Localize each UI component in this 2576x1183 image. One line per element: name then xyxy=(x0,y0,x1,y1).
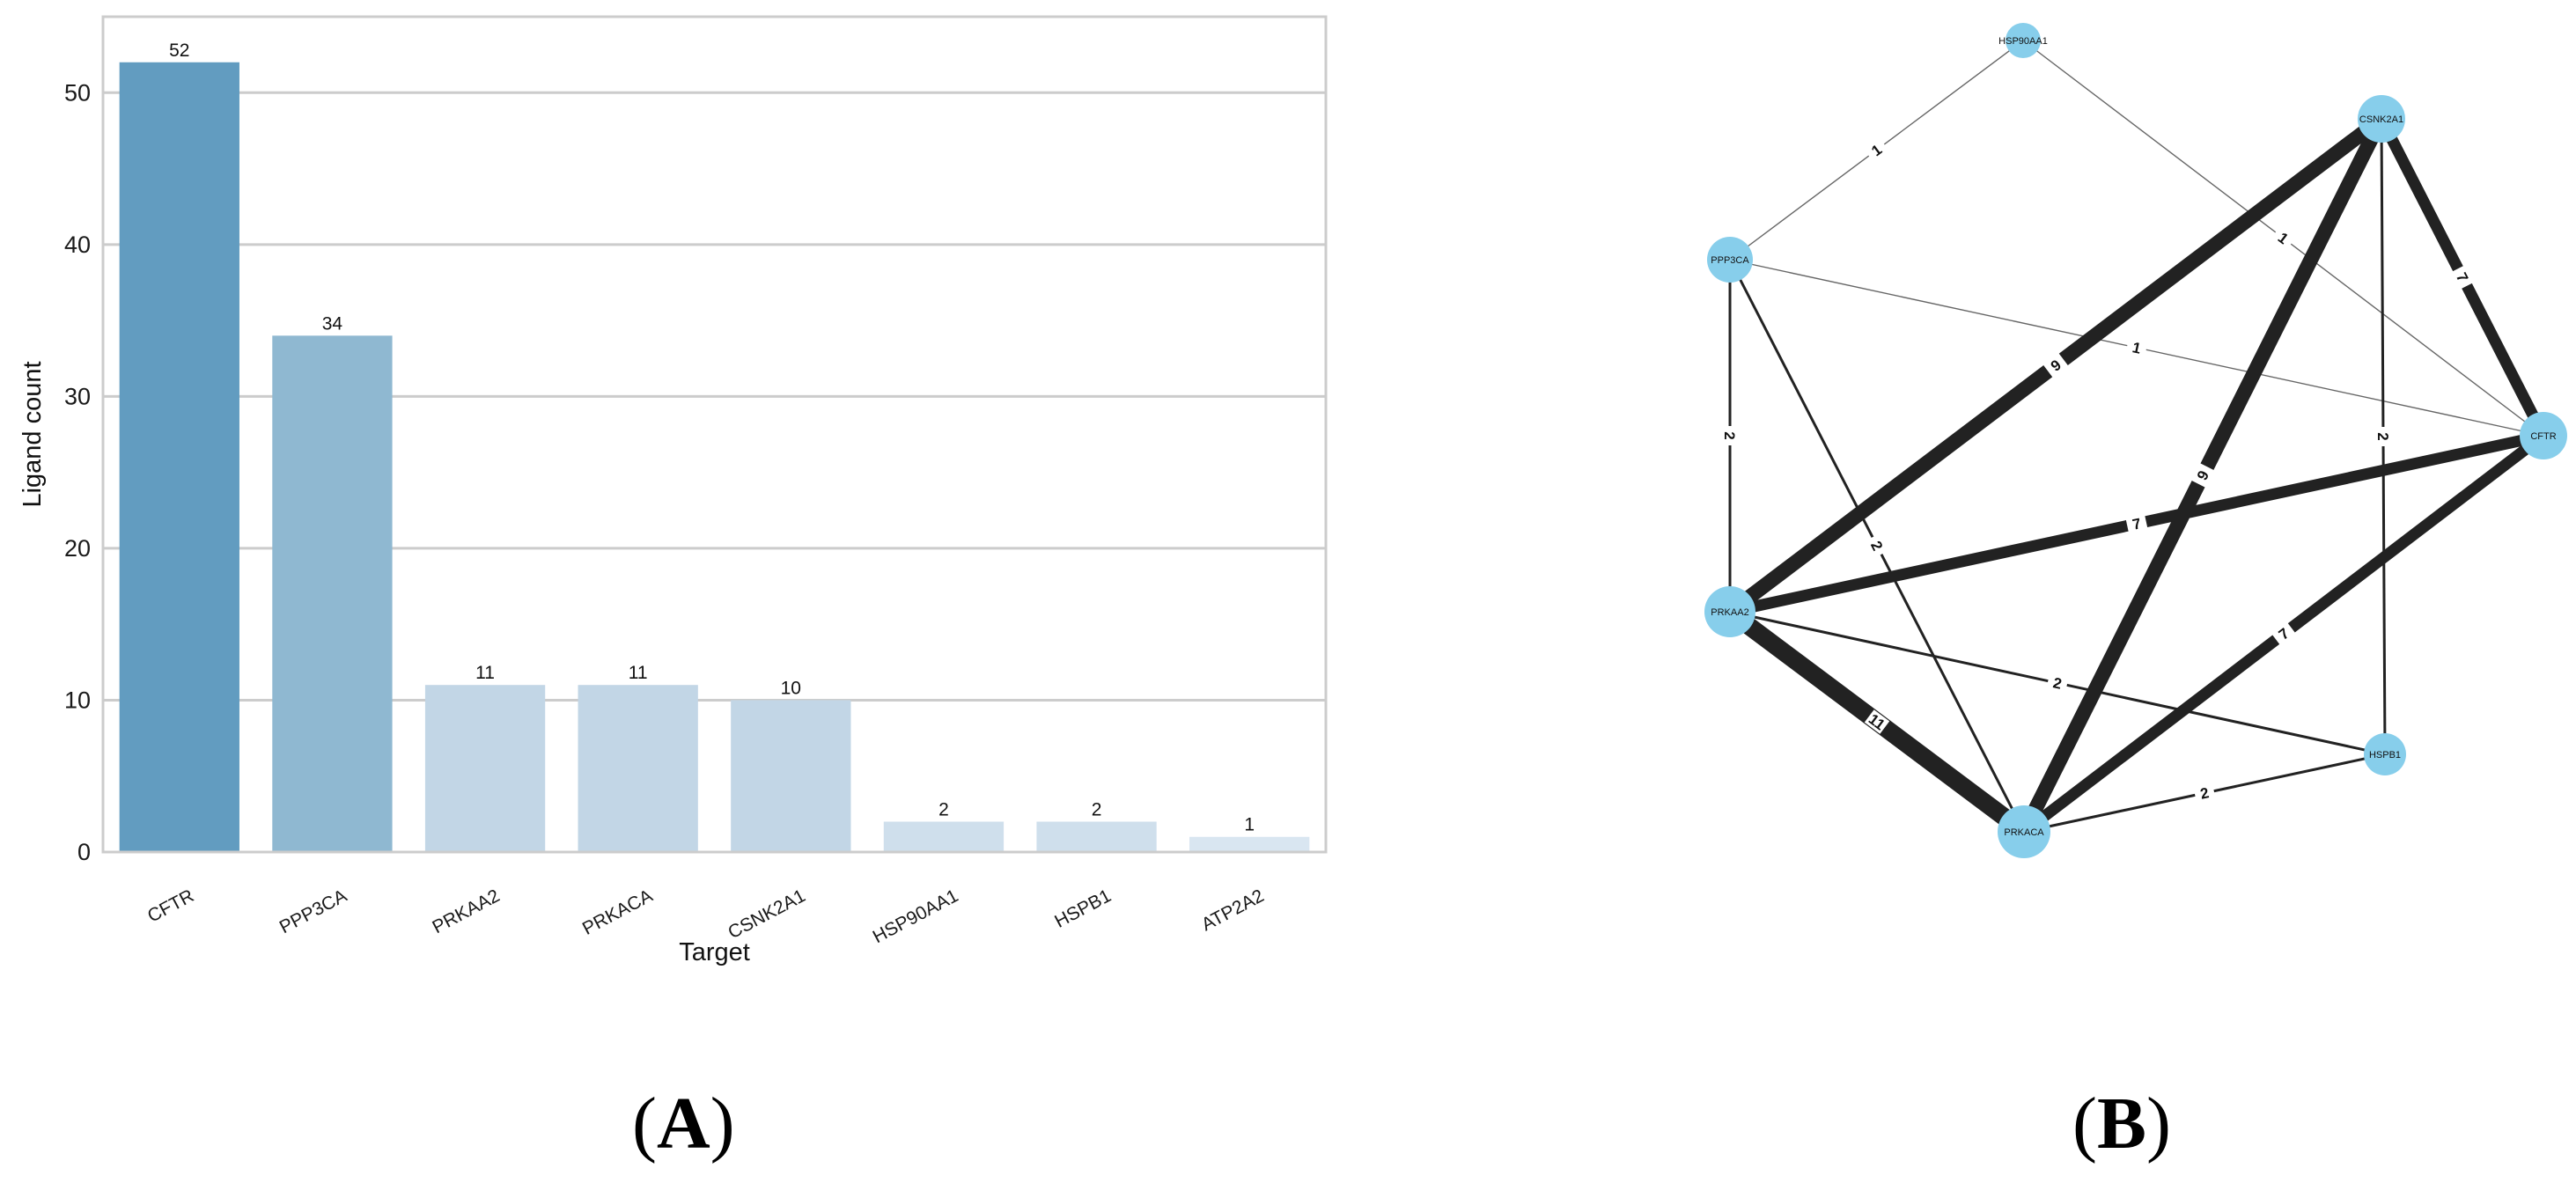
edge-label-bg xyxy=(2191,463,2214,488)
edge-label-bg xyxy=(1722,426,1738,445)
node-csnk2a1 xyxy=(2358,95,2405,143)
edge-label-bg xyxy=(2271,225,2296,251)
panel-label-a: (A) xyxy=(632,1083,735,1165)
y-tick-label: 40 xyxy=(64,231,91,258)
edge-label-bg xyxy=(2193,783,2216,804)
node-cftr xyxy=(2520,412,2567,459)
node-hsp90aa1 xyxy=(2006,23,2041,58)
node-label: HSP90AA1 xyxy=(1998,36,2048,47)
bar-hspb1 xyxy=(1036,821,1157,852)
bar-prkaca xyxy=(578,685,698,852)
bar-atp2a2 xyxy=(1189,836,1310,852)
node-label: CFTR xyxy=(2530,431,2556,442)
edges xyxy=(1724,40,2549,840)
y-tick-label: 0 xyxy=(77,839,91,865)
bar-csnk2a1 xyxy=(731,700,851,852)
bar-value-label: 52 xyxy=(169,40,189,61)
bar-prkaa2 xyxy=(424,685,546,852)
panel-label-b-letter: B xyxy=(2096,1083,2147,1165)
edge-label-bg xyxy=(1864,137,1889,163)
edge-label-bg xyxy=(2125,337,2148,358)
edge-weight-label: 1 xyxy=(2131,339,2142,357)
edge-label-bg xyxy=(2374,426,2392,447)
node-label: PRKACA xyxy=(2004,827,2044,838)
node-ppp3ca xyxy=(1707,237,1753,283)
panel-label-a-letter: A xyxy=(656,1083,710,1165)
node-label: HSPB1 xyxy=(2369,750,2401,760)
panel-label-b: (B) xyxy=(2072,1083,2171,1165)
node-hspb1 xyxy=(2364,733,2406,775)
edge-weight-label: 2 xyxy=(2198,784,2210,803)
bar-value-label: 34 xyxy=(322,313,343,334)
bar-value-label: 2 xyxy=(938,799,949,819)
node-prkaa2 xyxy=(1704,586,1755,637)
plot-frame xyxy=(101,15,1328,854)
y-tick-label: 10 xyxy=(64,687,91,713)
node-label: CSNK2A1 xyxy=(2359,114,2403,125)
edge-label-bg xyxy=(2046,672,2069,694)
y-tick-label: 20 xyxy=(64,535,91,562)
y-axis-label: Ligand count xyxy=(18,361,47,507)
bar-value-label: 11 xyxy=(475,663,495,683)
edge-label-bg xyxy=(2271,621,2297,646)
bar-value-label: 11 xyxy=(629,663,648,683)
bar-value-label: 10 xyxy=(781,678,801,698)
bar-value-label: 1 xyxy=(1244,815,1255,835)
edge-label-bg xyxy=(2450,265,2475,290)
edge-weight-label: 2 xyxy=(1721,431,1738,439)
bar-ppp3ca xyxy=(272,335,393,852)
edge-label-bg xyxy=(2125,513,2148,534)
bar-value-label: 2 xyxy=(1092,799,1102,819)
y-tick-label: 30 xyxy=(64,383,91,409)
node-prkaca xyxy=(1998,805,2050,858)
bar-cftr xyxy=(119,62,239,853)
edge-weight-label: 2 xyxy=(2374,432,2391,441)
edge-weight-label: 7 xyxy=(2131,515,2142,533)
bar-hsp90aa1 xyxy=(883,821,1005,852)
edge-weight-label: 2 xyxy=(2051,674,2063,693)
edge-label-bg xyxy=(2042,353,2069,378)
y-tick-label: 50 xyxy=(64,79,91,106)
node-label: PRKAA2 xyxy=(1711,607,1748,618)
x-axis-label: Target xyxy=(679,938,750,966)
node-label: PPP3CA xyxy=(1711,255,1749,266)
edge-label-bg xyxy=(1864,709,1890,734)
edge-label-bg xyxy=(1865,533,1889,558)
